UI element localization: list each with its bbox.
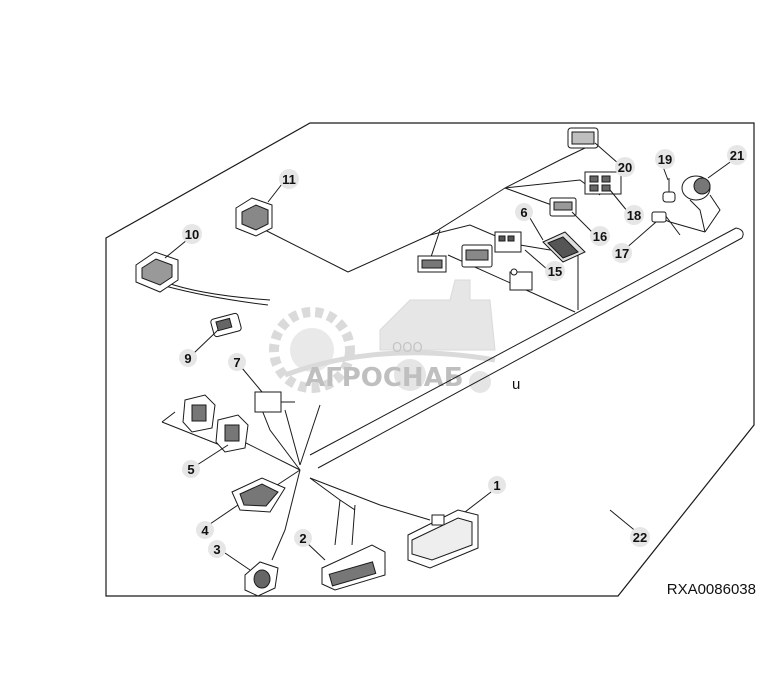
figure-code: RXA0086038 <box>667 581 756 598</box>
connector-20-icon <box>567 127 599 149</box>
callout-21: 21 <box>727 145 747 165</box>
connectors <box>135 127 711 597</box>
callout-18-label: 18 <box>627 208 641 223</box>
callout-11: 11 <box>279 169 299 189</box>
connector-15-icon <box>461 231 533 291</box>
callout-21-label: 21 <box>730 148 744 163</box>
connector-7-icon <box>254 391 295 413</box>
callout-15-label: 15 <box>548 264 562 279</box>
callout-18: 18 <box>624 205 644 225</box>
callout-10: 10 <box>182 224 202 244</box>
watermark-tractor-icon <box>379 279 496 351</box>
callout-3: 3 <box>208 540 226 558</box>
callout-22: 22 <box>630 527 650 547</box>
connector-21-icon <box>681 175 711 201</box>
callout-3-label: 3 <box>213 542 220 557</box>
connector-9-icon <box>210 312 242 338</box>
connector-5-icon <box>182 394 249 453</box>
callout-2: 2 <box>294 529 312 547</box>
callout-19: 19 <box>655 149 675 169</box>
connector-10-icon <box>135 251 179 293</box>
callout-9-label: 9 <box>184 351 191 366</box>
callout-16: 16 <box>590 226 610 246</box>
callout-9: 9 <box>179 349 197 367</box>
callout-5-label: 5 <box>187 462 194 477</box>
connector-19-icon <box>662 178 676 203</box>
connector-2-icon <box>321 544 386 591</box>
callout-15: 15 <box>545 261 565 281</box>
leader-lines <box>164 142 734 571</box>
callout-7: 7 <box>228 353 246 371</box>
callout-20: 20 <box>615 157 635 177</box>
callout-16-label: 16 <box>593 229 607 244</box>
callout-10-label: 10 <box>185 227 199 242</box>
callout-20-label: 20 <box>618 160 632 175</box>
watermark-suffix: u <box>512 376 520 393</box>
connector-small-upper-icon <box>417 255 447 273</box>
callout-6: 6 <box>515 203 533 221</box>
connector-3-icon <box>244 561 279 597</box>
watermark-small-text: ООО <box>392 341 423 356</box>
connector-18-icon <box>584 171 622 195</box>
watermark-logo <box>269 279 496 393</box>
callout-4-label: 4 <box>201 523 209 538</box>
callout-1: 1 <box>488 476 506 494</box>
callout-1-label: 1 <box>493 478 500 493</box>
callout-6-label: 6 <box>520 205 527 220</box>
watermark-brand-text: АГРОСНАБ <box>305 363 464 393</box>
callout-22-label: 22 <box>633 530 647 545</box>
callout-19-label: 19 <box>658 152 672 167</box>
callout-17-label: 17 <box>615 246 629 261</box>
callout-7-label: 7 <box>233 355 240 370</box>
connector-4-icon <box>231 477 286 513</box>
callout-11-label: 11 <box>282 172 296 187</box>
callout-5: 5 <box>182 460 200 478</box>
connector-11-icon <box>235 197 273 237</box>
callout-2-label: 2 <box>299 531 306 546</box>
watermark-gear-icon <box>269 307 355 393</box>
diagram-frame <box>105 122 755 597</box>
connector-1-icon <box>407 509 479 569</box>
callout-4: 4 <box>196 521 214 539</box>
connector-6-icon <box>542 231 586 263</box>
connector-17-icon <box>651 211 667 223</box>
connector-16-icon <box>549 197 577 217</box>
callout-17: 17 <box>612 243 632 263</box>
